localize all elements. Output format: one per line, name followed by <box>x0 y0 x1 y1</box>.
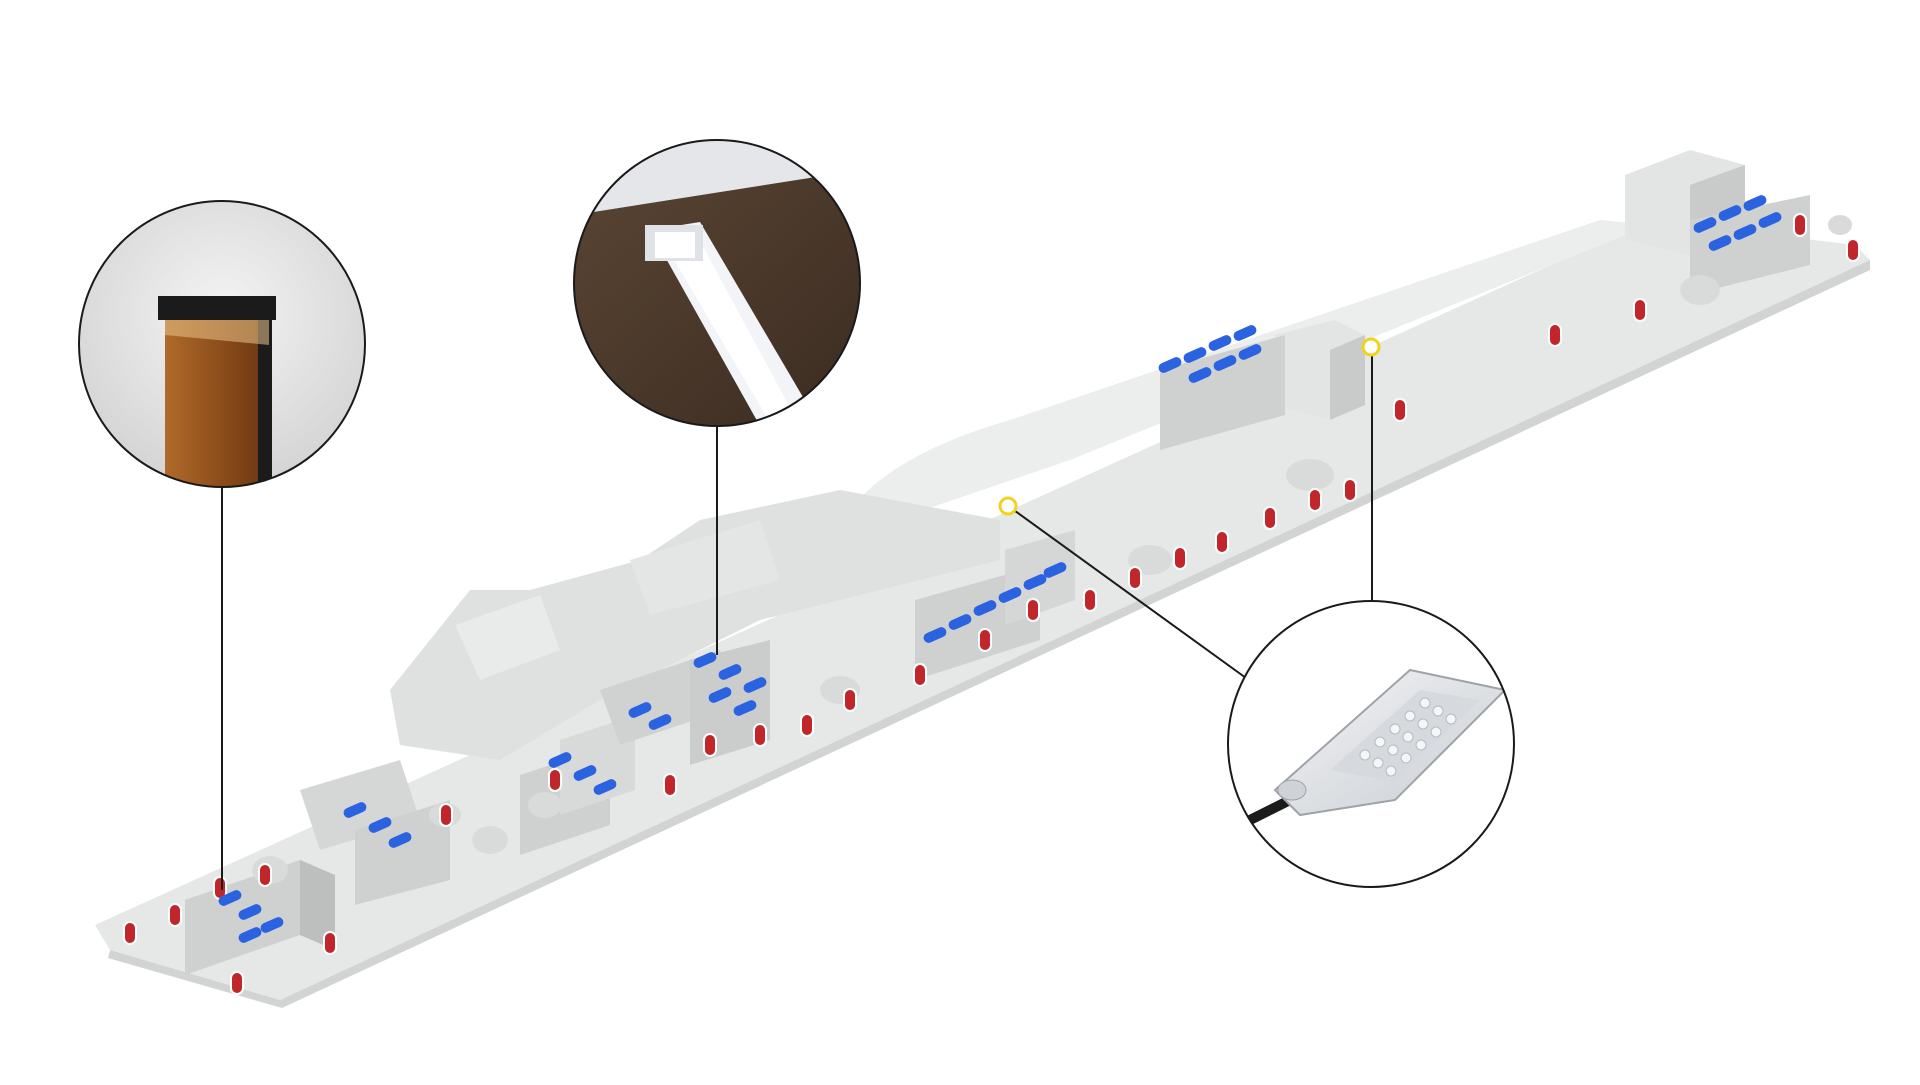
panel-marker <box>593 779 617 795</box>
bollard-marker <box>1026 598 1040 622</box>
street-light-marker <box>998 496 1018 516</box>
panel-marker <box>1183 347 1207 363</box>
panel-marker <box>1158 357 1182 373</box>
bollard-marker <box>1128 566 1142 590</box>
panel-marker <box>708 687 732 703</box>
panel-marker <box>573 765 597 781</box>
panel-marker <box>1023 574 1047 590</box>
panel-marker <box>948 614 972 630</box>
bollard-marker <box>323 931 337 955</box>
bollard-markers <box>123 213 1860 995</box>
bollard-marker <box>168 903 182 927</box>
panel-marker <box>648 714 672 730</box>
callout-wooden-bollard <box>78 200 366 488</box>
panel-marker <box>548 752 572 768</box>
bollard-marker <box>258 863 272 887</box>
panel-marker <box>1733 224 1757 240</box>
callout-street-light <box>1227 600 1515 888</box>
bollard-marker <box>663 773 677 797</box>
panel-marker <box>1708 235 1732 251</box>
led-profile-icon <box>574 140 860 426</box>
panel-marker <box>733 700 757 716</box>
panel-marker <box>218 890 242 906</box>
panel-marker <box>1043 562 1067 578</box>
panel-marker <box>368 817 392 833</box>
bollard-marker <box>843 688 857 712</box>
panel-marker <box>388 832 412 848</box>
wooden-bollard-icon <box>158 296 276 487</box>
leader-lines <box>221 344 1373 890</box>
panel-marker <box>973 600 997 616</box>
bollard-marker <box>1308 488 1322 512</box>
panel-marker <box>1238 344 1262 360</box>
panel-marker <box>1743 195 1767 211</box>
bollard-marker <box>1215 530 1229 554</box>
panel-marker <box>628 702 652 718</box>
panel-marker <box>260 917 284 933</box>
bollard-marker <box>1263 506 1277 530</box>
panel-marker <box>343 802 367 818</box>
panel-marker <box>1718 205 1742 221</box>
street-light-marker <box>1361 337 1381 357</box>
bollard-marker <box>753 723 767 747</box>
street-light-markers <box>998 337 1381 516</box>
bollard-marker <box>439 803 453 827</box>
bollard-marker <box>913 663 927 687</box>
bollard-marker <box>1548 323 1562 347</box>
panel-marker <box>238 904 262 920</box>
panel-marker <box>1188 367 1212 383</box>
bollard-marker <box>1343 478 1357 502</box>
bollard-marker <box>703 733 717 757</box>
bollard-marker <box>800 713 814 737</box>
panel-marker <box>718 664 742 680</box>
panel-marker <box>693 652 717 668</box>
bollard-marker <box>548 768 562 792</box>
panel-marker <box>1208 335 1232 351</box>
bollard-marker <box>1173 546 1187 570</box>
bollard-marker <box>978 628 992 652</box>
panel-marker <box>743 677 767 693</box>
background-buildings <box>390 150 1745 760</box>
callout-led-profile <box>573 139 861 427</box>
bollard-marker <box>123 921 137 945</box>
panel-markers <box>218 195 1782 943</box>
panel-marker <box>1758 212 1782 228</box>
street-lamp-icon <box>1245 668 1508 825</box>
bollard-marker <box>1846 238 1860 262</box>
bollard-marker <box>1393 398 1407 422</box>
bollard-marker <box>1793 213 1807 237</box>
panel-marker <box>1693 217 1717 233</box>
bollard-marker <box>230 971 244 995</box>
panel-marker <box>1213 355 1237 371</box>
panel-marker <box>998 587 1022 603</box>
bollard-marker <box>1633 298 1647 322</box>
panel-marker <box>923 627 947 643</box>
panel-marker <box>1233 325 1257 341</box>
panel-marker <box>238 927 262 943</box>
bollard-marker <box>1083 588 1097 612</box>
